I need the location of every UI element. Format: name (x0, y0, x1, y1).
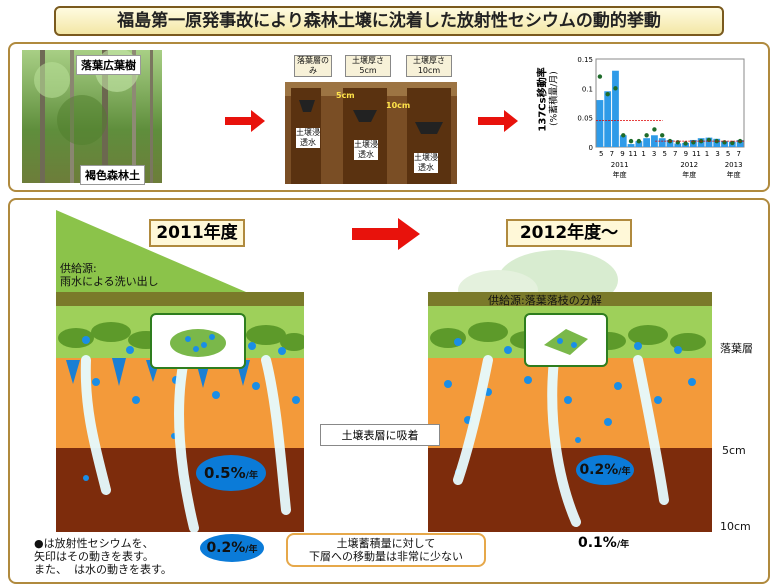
collector-label-3: 土壌浸透水 (414, 153, 438, 173)
chart-bar (627, 144, 635, 147)
year-label-2011: 2011年度 (149, 219, 245, 247)
page-title: 福島第一原発事故により森林土壌に沈着した放射性セシウムの動的挙動 (54, 6, 724, 36)
year-sublabel: 年度 (727, 170, 741, 179)
chart-point (613, 86, 618, 91)
legend-note: ●は放射性セシウムを、 矢印はその動きを表す。 また、 は水の動きを表す。 (34, 537, 172, 576)
chart-point (621, 133, 626, 138)
rate-value: 0.2% (206, 540, 246, 556)
source-label-2011: 供給源: 雨水による洗い出し (60, 262, 159, 288)
year-sublabel: 年度 (682, 170, 696, 179)
x-tick-label: 1 (705, 150, 709, 158)
chart-bar (596, 100, 604, 147)
chart-plot-area (595, 58, 745, 148)
chart-bar (604, 91, 612, 147)
layer-label-5cm: 5cm (722, 444, 746, 457)
chart-bar (736, 139, 744, 147)
arrow-right-icon (352, 218, 420, 250)
chart-bar (619, 135, 627, 147)
depth-label-10cm: 10cm (386, 101, 411, 110)
chart-point (683, 141, 688, 146)
rate-value: 0.2% (579, 462, 619, 478)
chart-bar (612, 70, 619, 147)
x-tick-label: 11 (629, 150, 638, 158)
y-tick-label: 0.1 (582, 85, 593, 93)
collector-label-1: 土壌浸透水 (296, 128, 320, 148)
chart-point (628, 138, 634, 144)
rate-value: 0.1% (578, 535, 617, 551)
chart-bar (666, 139, 674, 147)
chart-point (730, 140, 735, 146)
rate-value: 0.5% (204, 464, 246, 482)
x-tick-label: 5 (726, 150, 730, 158)
collector-label-2: 土壌浸透水 (354, 140, 378, 160)
y-tick-label: 0.05 (577, 115, 593, 123)
lysimeter-header-litter: 落葉層のみ (294, 55, 332, 77)
chart-bar (635, 141, 643, 147)
chart-point (660, 133, 665, 138)
x-tick-label: 3 (715, 150, 719, 158)
x-tick-label: 5 (662, 150, 666, 158)
rate-unit: /年 (616, 540, 630, 550)
lysimeter-diagram (285, 82, 457, 184)
x-tick-label: 11 (692, 150, 701, 158)
depth-label-5cm: 5cm (336, 91, 355, 100)
chart-point (644, 133, 649, 138)
chart-point (636, 138, 642, 144)
y-tick-label: 0 (589, 144, 593, 152)
x-tick-label: 5 (599, 150, 603, 158)
source-label-2012: 供給源:落葉落枝の分解 (488, 294, 602, 307)
arrow-right-icon (478, 110, 518, 132)
lysimeter-header-5cm: 土壌厚さ5cm (345, 55, 391, 77)
chart-ylabel-sub: (%蓄積量/月) (549, 71, 560, 126)
x-tick-label: 7 (736, 150, 740, 158)
chart-bar (658, 138, 666, 147)
chart-bar (651, 135, 658, 147)
x-tick-label: 3 (652, 150, 656, 158)
conclusion-box: 土壌蓄積量に対して 下層への移動量は非常に少ない (286, 533, 486, 567)
year-label: 2012 (680, 161, 698, 169)
chart-bar (705, 137, 713, 147)
lysimeter-header-10cm: 土壌厚さ10cm (406, 55, 452, 77)
photo-label-bottom: 褐色森林土 (80, 165, 145, 185)
rate-5cm-2011: 0.5%/年 (196, 455, 266, 491)
year-sublabel: 年度 (613, 170, 627, 179)
leaf-zoom-2012 (524, 313, 608, 367)
chart-point (605, 92, 610, 97)
chart-ylabel: 137Cs移動率 (%蓄積量/月) (528, 58, 560, 148)
chart-point (667, 138, 673, 144)
x-tick-label: 7 (610, 150, 614, 158)
x-tick-label: 7 (673, 150, 677, 158)
rate-unit: /年 (618, 467, 631, 477)
arrow-right-icon (225, 110, 265, 132)
rate-10cm-2012: 0.1%/年 (578, 535, 629, 551)
rate-5cm-2012: 0.2%/年 (576, 455, 634, 485)
y-tick-label: 0.15 (577, 56, 593, 64)
year-label-2012: 2012年度〜 (506, 219, 632, 247)
x-tick-label: 9 (620, 150, 624, 158)
x-tick-label: 1 (641, 150, 645, 158)
chart-point (652, 127, 657, 132)
soil-profile-2011 (56, 210, 304, 532)
rate-unit: /年 (245, 471, 258, 481)
year-label: 2011 (611, 161, 629, 169)
layer-label-litter: 落葉層 (720, 342, 753, 355)
year-label: 2013 (725, 161, 743, 169)
chart-point (597, 74, 603, 79)
leaf-zoom-2011 (150, 313, 246, 369)
chart-bar (643, 138, 651, 147)
photo-label-top: 落葉広葉樹 (76, 55, 141, 75)
rate-unit: /年 (245, 545, 258, 555)
soil-profile-2012 (428, 250, 712, 532)
chart-bar (674, 143, 682, 147)
rate-10cm-2011: 0.2%/年 (200, 534, 264, 562)
x-tick-label: 9 (684, 150, 688, 158)
layer-label-10cm: 10cm (720, 520, 751, 533)
adsorb-label: 土壌表層に吸着 (320, 424, 440, 446)
